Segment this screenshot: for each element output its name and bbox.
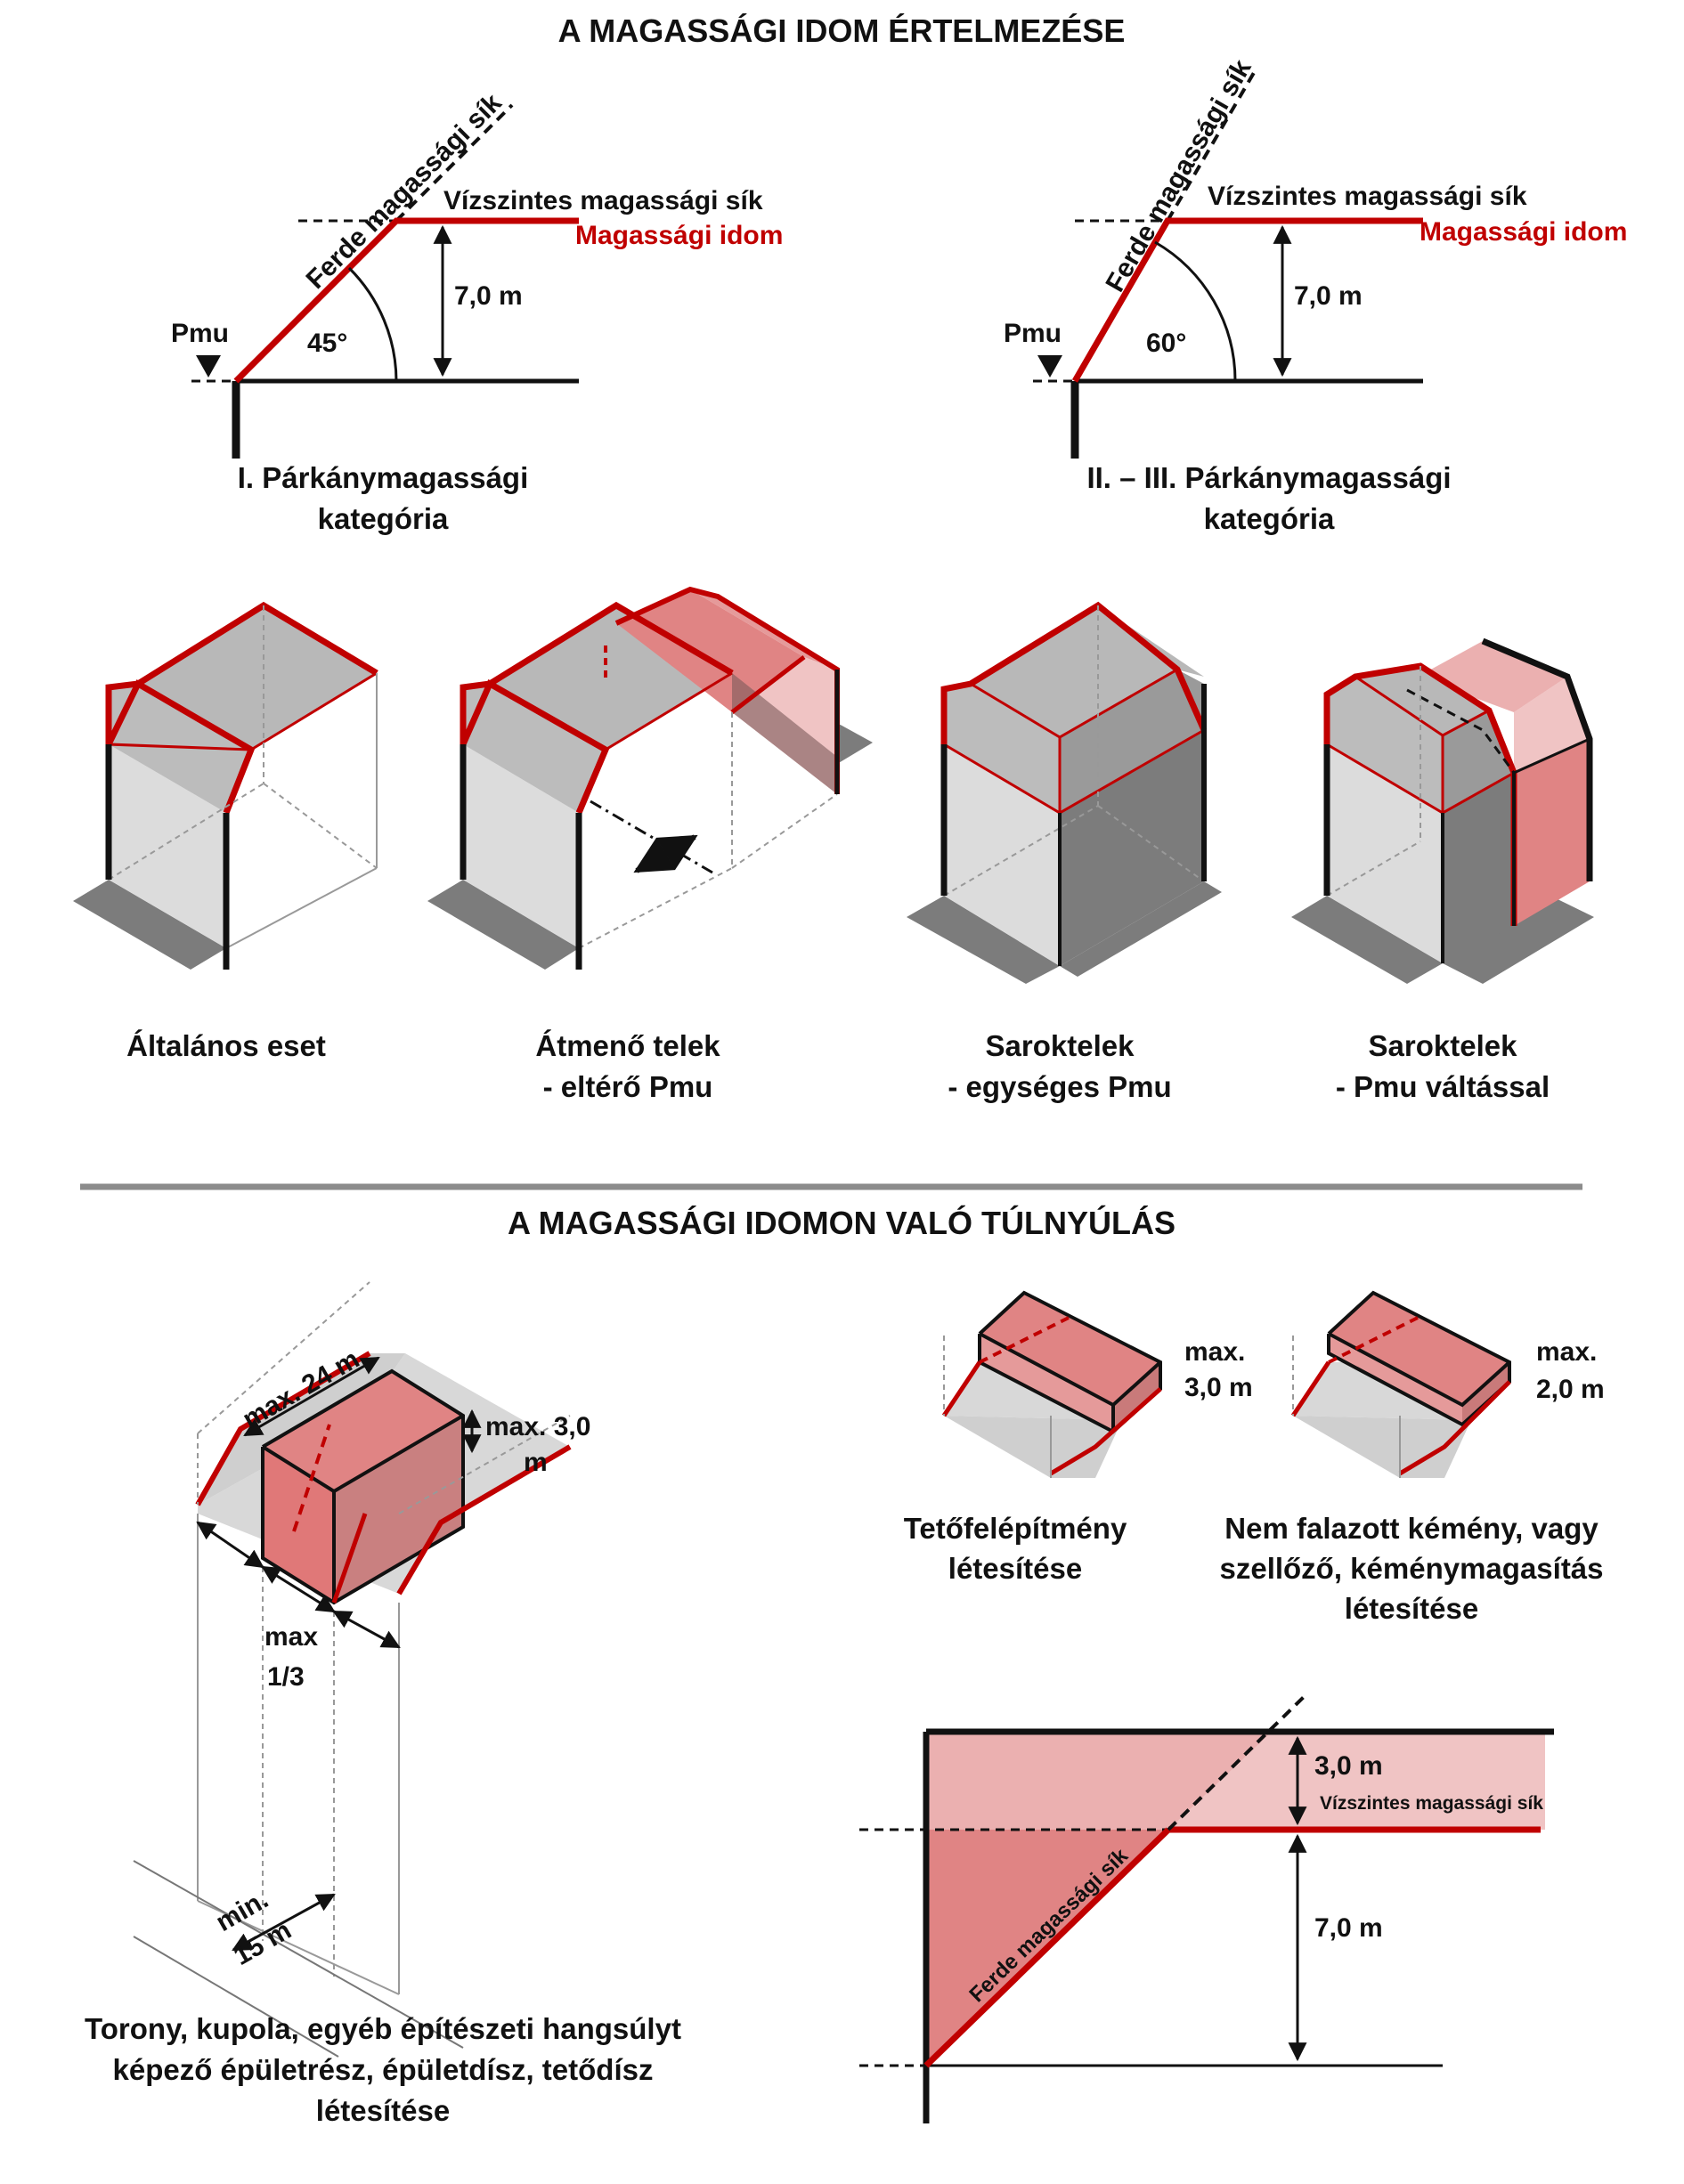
angle-arc (347, 266, 398, 382)
section-horizontal-label: Vízszintes magassági sík (1320, 1793, 1543, 1814)
profile-60-diagram: 7,0 m 60° Pmu Vízszintes magassági sík M… (1004, 54, 1627, 535)
horizontal-plane-label: Vízszintes magassági sík (443, 186, 763, 215)
height-volume-outline (233, 217, 579, 384)
angle-label: 60° (1146, 329, 1186, 358)
pmu-label: Pmu (1004, 319, 1062, 348)
roof2-caption-line3: létesítése (1345, 1592, 1478, 1625)
tower-ratio-label-1: max (264, 1622, 318, 1652)
height-label: 7,0 m (454, 281, 523, 311)
roof2-caption-line2: szellőző, kéménymagasítás (1219, 1552, 1603, 1585)
tower-diagram: max. 24 m max. 3,0 m max 1/3 min. 15 m (133, 1281, 590, 2058)
section-upper-label: 3,0 m (1314, 1751, 1383, 1781)
profile-2-caption-line1: II. – III. Párkánymagassági (1086, 461, 1451, 494)
section-lower-label: 7,0 m (1314, 1913, 1383, 1943)
pmu-marker-icon (196, 355, 221, 378)
tower-caption-line1: Torony, kupola, egyéb építészeti hangsúl… (85, 2012, 681, 2045)
roof2-max-label-2: 2,0 m (1536, 1375, 1605, 1404)
case-general-illustration (73, 601, 378, 970)
case-2-caption-line2: - eltérő Pmu (543, 1070, 713, 1103)
pmu-label: Pmu (171, 319, 229, 348)
case-3-caption-line1: Saroktelek (986, 1029, 1135, 1062)
case-4-caption-line2: - Pmu váltással (1336, 1070, 1550, 1103)
tower-max-height-label-2: m (524, 1448, 548, 1477)
roof2-max-label-1: max. (1536, 1337, 1597, 1367)
case-3-caption-line2: - egységes Pmu (948, 1070, 1171, 1103)
height-volume-label: Magassági idom (575, 221, 783, 250)
case-2-caption-line1: Átmenő telek (535, 1029, 720, 1062)
roof-superstructure-diagram: max. 3,0 m (941, 1290, 1253, 1478)
title-top: A MAGASSÁGI IDOM ÉRTELMEZÉSE (558, 12, 1126, 49)
height-label: 7,0 m (1294, 281, 1363, 311)
case-4-caption-line1: Saroktelek (1369, 1029, 1518, 1062)
roof1-caption-line1: Tetőfelépítmény (904, 1512, 1127, 1545)
pmu-marker-icon (1037, 355, 1062, 378)
roof1-max-label-1: max. (1184, 1337, 1245, 1367)
profile-2-caption-line2: kategória (1204, 502, 1335, 535)
case-through-plot-illustration (427, 586, 873, 970)
case-1-caption-line1: Általános eset (126, 1029, 326, 1062)
slope-plane-extension (395, 103, 514, 223)
profile-1-caption-line1: I. Párkánymagassági (238, 461, 529, 494)
chimney-ventilation-diagram: max. 2,0 m (1290, 1290, 1605, 1478)
tower-ratio-label-2: 1/3 (267, 1662, 305, 1692)
height-volume-outline (1071, 217, 1423, 383)
roof1-caption-line2: létesítése (948, 1552, 1082, 1585)
profile-45-diagram: 7,0 m 45° Pmu Vízszintes magassági sík M… (171, 88, 783, 535)
case-corner-uniform-illustration (907, 601, 1222, 984)
slope-plane-extension (1166, 69, 1257, 223)
roof2-caption-line1: Nem falazott kémény, vagy (1224, 1512, 1599, 1545)
title-bottom: A MAGASSÁGI IDOMON VALÓ TÚLNYÚLÁS (508, 1204, 1176, 1241)
profile-1-caption-line2: kategória (318, 502, 449, 535)
tower-caption-line2: képező épületrész, épületdísz, tetődísz (113, 2053, 654, 2086)
tower-max-height-label-1: max. 3,0 (485, 1412, 590, 1441)
height-volume-label: Magassági idom (1420, 217, 1627, 247)
roof1-max-label-2: 3,0 m (1184, 1373, 1253, 1402)
horizontal-plane-label: Vízszintes magassági sík (1208, 182, 1527, 211)
angle-arc (1154, 240, 1237, 382)
case-corner-step-illustration (1291, 637, 1594, 984)
tower-caption-line3: létesítése (316, 2094, 450, 2127)
offset-arrow (633, 834, 698, 873)
section-height-diagram: 3,0 m Vízszintes magassági sík 7,0 m Fer… (859, 1694, 1554, 2123)
angle-label: 45° (307, 329, 347, 358)
